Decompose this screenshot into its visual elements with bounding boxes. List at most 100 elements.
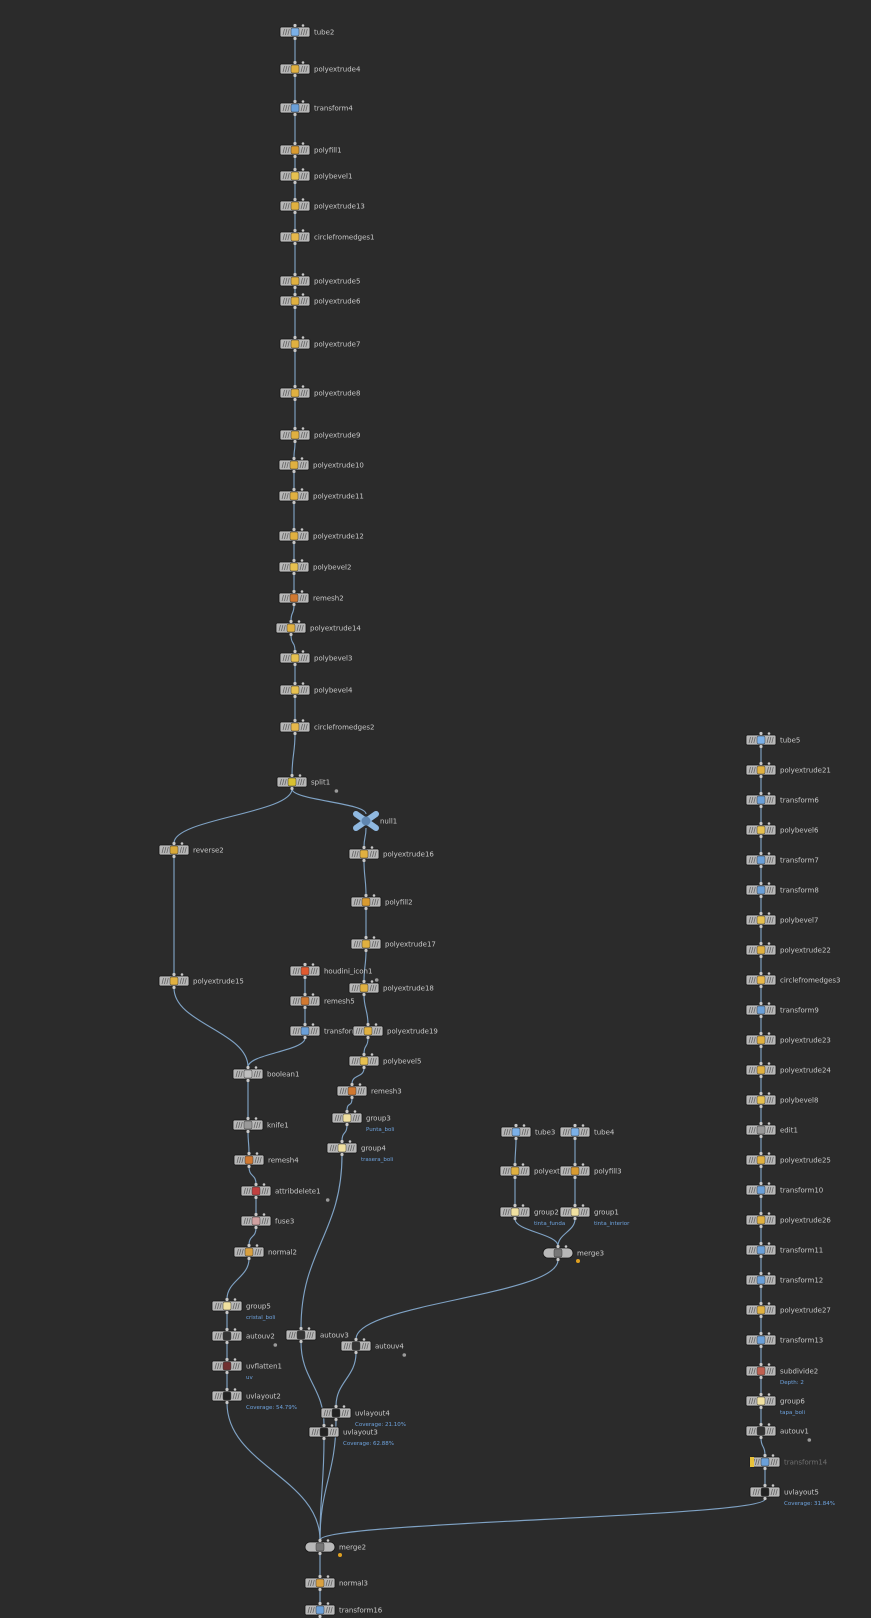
input-connector[interactable]	[573, 1123, 577, 1128]
input-connector[interactable]	[759, 1362, 763, 1367]
input-connector[interactable]	[293, 681, 297, 686]
output-connector[interactable]	[763, 1496, 767, 1501]
input-connector[interactable]	[759, 1301, 763, 1306]
input-connector[interactable]	[247, 1151, 251, 1156]
output-connector[interactable]	[759, 744, 763, 749]
input-connector[interactable]	[293, 335, 297, 340]
output-connector[interactable]	[292, 602, 296, 607]
output-connector[interactable]	[225, 1370, 229, 1375]
wire-group2-to-merge3[interactable]	[514, 1218, 559, 1247]
node-polyextrude17[interactable]: polyextrude17	[350, 935, 436, 953]
node-polyfill3[interactable]: polyfill3	[559, 1162, 622, 1180]
wire-autouv1-to-transform14[interactable]	[760, 1437, 766, 1456]
node-autouv1[interactable]: autouv1	[745, 1422, 812, 1442]
input-connector[interactable]	[759, 911, 763, 916]
input-connector[interactable]	[759, 1001, 763, 1006]
input-connector[interactable]	[759, 1181, 763, 1186]
output-connector[interactable]	[290, 786, 294, 791]
node-polybevel4[interactable]: polybevel4	[279, 681, 353, 699]
input-connector[interactable]	[759, 1271, 763, 1276]
input-connector[interactable]	[293, 23, 297, 28]
node-null1[interactable]: null1	[353, 811, 397, 831]
wire-split1-to-null1[interactable]	[291, 788, 367, 815]
output-connector[interactable]	[759, 1134, 763, 1139]
input-connector[interactable]	[293, 718, 297, 723]
input-connector[interactable]	[364, 935, 368, 940]
node-polybevel7[interactable]: polybevel7	[745, 911, 818, 929]
node-transform10[interactable]: transform10	[745, 1181, 823, 1199]
input-connector[interactable]	[293, 197, 297, 202]
input-connector[interactable]	[513, 1203, 517, 1208]
output-connector[interactable]	[759, 1344, 763, 1349]
node-merge3[interactable]: merge3	[542, 1244, 604, 1263]
node-houdini_icon1[interactable]: houdini_icon1	[289, 962, 379, 982]
output-connector[interactable]	[350, 1095, 354, 1100]
input-connector[interactable]	[763, 1453, 767, 1458]
input-connector[interactable]	[340, 1139, 344, 1144]
node-polyfill1[interactable]: polyfill1	[279, 141, 342, 159]
output-connector[interactable]	[759, 1405, 763, 1410]
output-connector[interactable]	[225, 1400, 229, 1405]
input-connector[interactable]	[759, 1091, 763, 1096]
node-polyextrude20[interactable]: polyextru	[499, 1162, 567, 1180]
output-connector[interactable]	[759, 1104, 763, 1109]
node-normal2[interactable]: normal2	[233, 1243, 297, 1261]
output-connector[interactable]	[759, 1254, 763, 1259]
input-connector[interactable]	[362, 1052, 366, 1057]
input-connector[interactable]	[759, 941, 763, 946]
node-tube5[interactable]: tube5	[745, 731, 800, 749]
input-connector[interactable]	[292, 527, 296, 532]
output-connector[interactable]	[759, 1314, 763, 1319]
input-connector[interactable]	[556, 1244, 560, 1249]
bypass-flag[interactable]	[750, 1457, 754, 1467]
output-connector[interactable]	[289, 632, 293, 637]
node-polyextrude9[interactable]: polyextrude9	[279, 426, 360, 444]
wire-polybevel5-to-remesh3[interactable]	[351, 1067, 365, 1085]
input-connector[interactable]	[759, 731, 763, 736]
node-split1[interactable]: split1	[276, 773, 339, 793]
wire-split1-to-reverse2[interactable]	[173, 788, 293, 844]
node-polyextrude6[interactable]: polyextrude6	[279, 292, 361, 310]
output-connector[interactable]	[293, 731, 297, 736]
input-connector[interactable]	[362, 845, 366, 850]
output-connector[interactable]	[293, 154, 297, 159]
node-reverse2[interactable]: reverse2	[158, 841, 224, 859]
input-connector[interactable]	[254, 1212, 258, 1217]
node-polyextrude23[interactable]: polyextrude23	[745, 1031, 831, 1049]
output-connector[interactable]	[303, 1035, 307, 1040]
output-connector[interactable]	[364, 948, 368, 953]
output-connector[interactable]	[763, 1466, 767, 1471]
input-connector[interactable]	[292, 487, 296, 492]
output-connector[interactable]	[514, 1136, 518, 1141]
input-connector[interactable]	[513, 1162, 517, 1167]
node-polybevel5[interactable]: polybevel5	[348, 1052, 421, 1070]
output-connector[interactable]	[759, 954, 763, 959]
wire-uvlayout5-to-merge2[interactable]	[319, 1498, 766, 1541]
node-transform16[interactable]: transform16	[304, 1601, 383, 1618]
output-connector[interactable]	[759, 894, 763, 899]
node-edit1[interactable]: edit1	[745, 1121, 798, 1139]
input-connector[interactable]	[292, 589, 296, 594]
wire-circlefromedges2-to-split1[interactable]	[291, 733, 296, 776]
node-fuse3[interactable]: fuse3	[240, 1212, 294, 1230]
node-circlefromedges1[interactable]: circlefromedges1	[279, 228, 375, 246]
node-polyextrude5[interactable]: polyextrude5	[279, 272, 360, 290]
input-connector[interactable]	[362, 979, 366, 984]
node-polyextrude18[interactable]: polyextrude18	[348, 979, 434, 997]
input-connector[interactable]	[225, 1357, 229, 1362]
output-connector[interactable]	[556, 1257, 560, 1262]
input-connector[interactable]	[759, 1061, 763, 1066]
input-connector[interactable]	[293, 141, 297, 146]
input-connector[interactable]	[345, 1109, 349, 1114]
wire-autouv4-to-uvlayout4[interactable]	[335, 1352, 357, 1407]
output-connector[interactable]	[293, 180, 297, 185]
input-connector[interactable]	[293, 649, 297, 654]
node-polybevel2[interactable]: polybevel2	[278, 558, 351, 576]
wire-transform5-to-boolean1[interactable]	[247, 1037, 306, 1068]
output-connector[interactable]	[299, 1339, 303, 1344]
